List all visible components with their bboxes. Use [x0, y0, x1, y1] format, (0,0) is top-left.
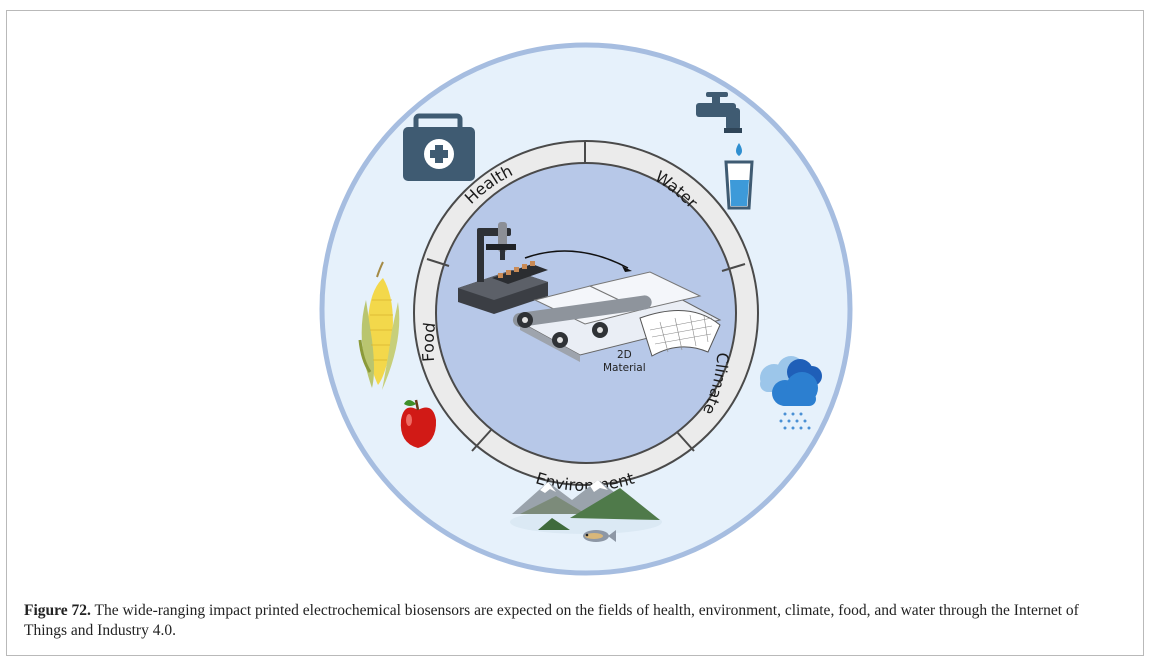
roller-press-icon	[512, 271, 722, 362]
segment-dividers	[426, 141, 746, 452]
process-arrow	[524, 250, 629, 269]
mountains-lake-icon	[510, 480, 662, 534]
fish-icon	[583, 530, 616, 542]
caption-text: The wide-ranging impact printed electroc…	[24, 602, 1079, 639]
caption-label: Figure 72.	[24, 602, 91, 619]
water-glass-icon	[724, 160, 754, 210]
figure-diagram: Health Water Climate Environment Food	[319, 42, 853, 576]
water-drop-icon	[736, 143, 742, 156]
apple-icon	[400, 399, 437, 448]
material-label-line2: Material	[603, 362, 646, 374]
printer-icon	[458, 222, 548, 314]
figure-caption: Figure 72. The wide-ranging impact print…	[24, 601, 1124, 641]
material-label-line1: 2D	[617, 349, 632, 361]
corn-icon	[358, 261, 400, 390]
rain-cloud-icon	[760, 356, 822, 430]
arrow-head	[622, 266, 632, 272]
medical-kit-icon	[403, 113, 475, 181]
water-tap-icon	[696, 92, 742, 133]
segment-label-food: Food	[419, 321, 440, 362]
